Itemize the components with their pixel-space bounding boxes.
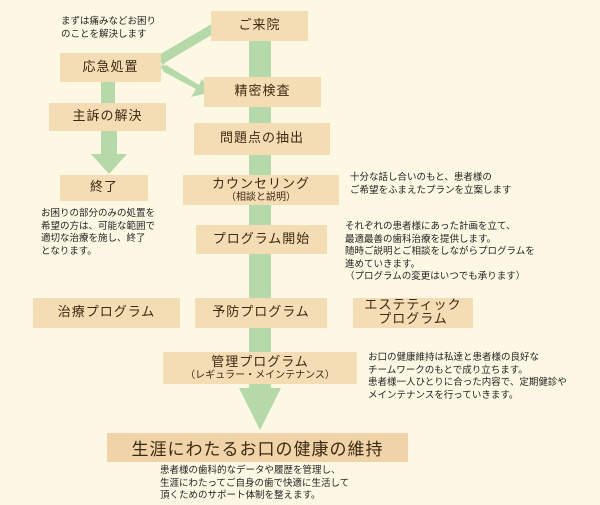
node-program-start-label: プログラム開始 <box>212 231 311 247</box>
node-prevention-program: 予防プログラム <box>195 298 327 328</box>
node-counseling-label: カウンセリング <box>211 176 310 192</box>
maintenance-note: お口の健康維持は私達と患者様の良好な チームワークのもとで成り立ちます。 患者様… <box>368 352 567 401</box>
main-trunk-arrowhead <box>239 388 281 430</box>
node-emergency-label: 応急処置 <box>82 59 139 75</box>
node-counseling: カウンセリング （相談と説明） <box>183 175 339 205</box>
node-extract-issues-label: 問題点の抽出 <box>219 131 304 146</box>
node-esthetic-program: エステティック プログラム <box>353 298 473 328</box>
node-esthetic-line1: エステティック <box>364 298 462 313</box>
visit-to-emergency-arrow <box>152 22 220 67</box>
node-maintenance: 管理プログラム （レギュラー・メインテナンス） <box>163 352 357 384</box>
node-main-complaint: 主訴の解決 <box>49 103 166 131</box>
node-counseling-sub: （相談と説明） <box>226 191 296 203</box>
node-end: 終了 <box>60 175 148 201</box>
node-extract-issues: 問題点の抽出 <box>194 123 330 155</box>
node-esthetic-line2: プログラム <box>378 312 448 327</box>
node-prevention-program-label: 予防プログラム <box>212 305 310 320</box>
complaint-to-end-arrowhead <box>91 154 127 174</box>
node-detailed-exam: 精密検査 <box>204 77 321 107</box>
node-visit: ご来院 <box>211 11 308 41</box>
node-end-label: 終了 <box>89 180 118 195</box>
program-note: それぞれの患者様にあった計画を立て、 最適最善の歯科治療を提供します。 随時ご説… <box>345 221 535 282</box>
node-main-complaint-label: 主訴の解決 <box>72 109 143 124</box>
emergency-to-exam-arrow <box>160 65 212 97</box>
node-final-label: 生涯にわたるお口の健康の維持 <box>131 440 384 460</box>
node-treatment-program: 治療プログラム <box>33 298 180 328</box>
emergency-note: まずは痛みなどお困り のことを解決します <box>61 16 157 40</box>
emergency-to-complaint-arrow <box>101 80 115 106</box>
node-detailed-exam-label: 精密検査 <box>234 84 291 99</box>
end-note: お困りの部分のみの処置を 希望の方は、可能な範囲で 適切な治療を施し、終了 とな… <box>41 208 156 257</box>
node-program-start: プログラム開始 <box>196 225 327 254</box>
node-maintenance-sub: （レギュラー・メインテナンス） <box>185 369 335 381</box>
complaint-to-end-arrow <box>101 130 117 156</box>
counseling-note: 十分な話し合いのもと、患者様の ご希望をふまえたプランを立案します <box>350 172 512 196</box>
node-treatment-program-label: 治療プログラム <box>57 305 156 320</box>
final-note: 患者様の歯科的なデータや履歴を管理し、 生涯にわたってご自身の歯で快適に生活して… <box>160 465 350 501</box>
node-visit-label: ご来院 <box>238 18 281 33</box>
node-maintenance-label: 管理プログラム <box>211 354 309 370</box>
node-emergency: 応急処置 <box>60 53 161 82</box>
node-final: 生涯にわたるお口の健康の維持 <box>107 433 408 462</box>
